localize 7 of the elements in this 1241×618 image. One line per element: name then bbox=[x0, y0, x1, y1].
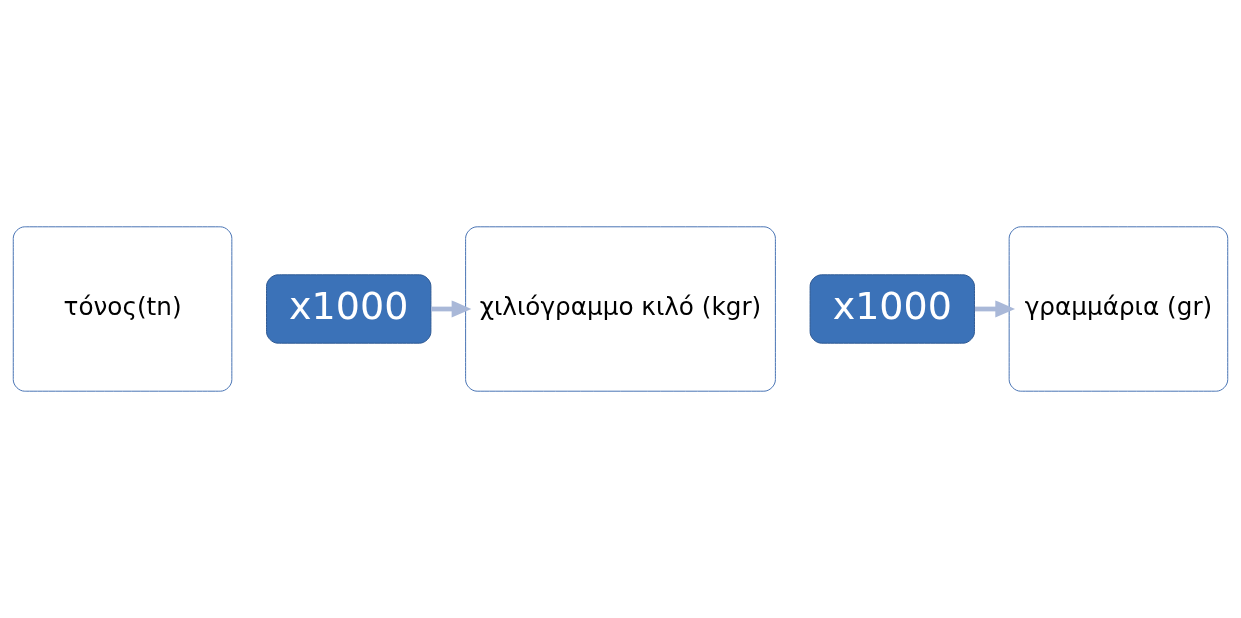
node-box: γραμμάρια (gr) bbox=[1008, 226, 1229, 392]
node-box: τόνος(tn) bbox=[12, 226, 233, 392]
node-box: x1000 bbox=[809, 274, 975, 344]
node-box: x1000 bbox=[266, 274, 432, 344]
arrow bbox=[431, 300, 472, 318]
node-box: χιλιόγραμμο κιλό (kgr) bbox=[465, 226, 776, 392]
arrow bbox=[974, 300, 1015, 318]
